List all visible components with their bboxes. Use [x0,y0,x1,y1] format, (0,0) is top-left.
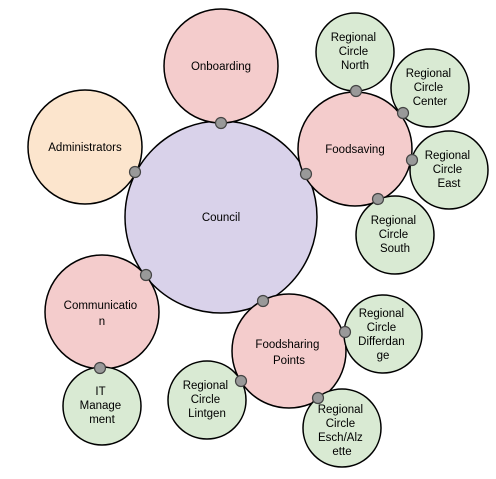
connector-foodsaving-center [396,106,410,120]
it-management-label: IT Manage ment [80,386,125,426]
node-regional-circle-differdange[interactable]: Regional Circle Differdan ge [343,294,423,374]
connector-council-foodsharing-points [256,294,270,308]
regional-circle-south-label: Regional Circle South [371,215,420,255]
connector-council-foodsaving [299,167,313,181]
foodsaving-label: Foodsaving [325,144,384,156]
administrators-circle [27,89,143,205]
regional-circle-center-label: Regional Circle Center [406,68,455,108]
administrators-label: Administrators [48,142,122,154]
connector-council-administrators [128,165,142,179]
connector-foodsharing-lintgen [234,374,248,388]
regional-circle-differdange-label: Regional Circle Differdan ge [358,308,408,362]
connector-foodsharing-esch-alzette [311,391,325,405]
connector-council-onboarding [214,116,228,130]
regional-circle-esch-alzette-circle [302,388,382,468]
node-onboarding[interactable]: Onboarding [163,8,279,124]
node-regional-circle-esch-alzette[interactable]: Regional Circle Esch/Alz ette [302,388,382,468]
foodsharing-points-circle [231,293,347,409]
communication-label: Communicatio n [64,300,141,328]
connector-foodsaving-east [405,153,419,167]
regional-circle-lintgen-circle [167,360,247,440]
node-regional-circle-north[interactable]: Regional Circle North [315,12,395,92]
connector-foodsaving-south [371,192,385,206]
node-council[interactable]: Council [124,120,318,314]
connector-foodsaving-north [349,84,363,98]
foodsharing-points-label: Foodsharing Points [255,339,322,367]
node-communication[interactable]: Communicatio n [44,254,160,370]
regional-circle-lintgen-label: Regional Circle Lintgen [183,380,232,420]
council-label: Council [202,212,240,224]
regional-circle-esch-alzette-label: Regional Circle Esch/Alz ette [318,404,367,458]
regional-circle-center-circle [390,48,470,128]
regional-circle-east-circle [409,130,489,210]
regional-circle-south-circle [355,195,435,275]
node-regional-circle-south[interactable]: Regional Circle South [355,195,435,275]
connector-foodsharing-differdange [338,325,352,339]
onboarding-label: Onboarding [191,61,251,73]
node-foodsharing-points[interactable]: Foodsharing Points [231,293,347,409]
connector-communication-it-management [93,361,107,375]
node-regional-circle-lintgen[interactable]: Regional Circle Lintgen [167,360,247,440]
node-regional-circle-east[interactable]: Regional Circle East [409,130,489,210]
regional-circle-north-label: Regional Circle North [331,32,380,72]
node-regional-circle-center[interactable]: Regional Circle Center [390,48,470,128]
connector-council-communication [139,268,153,282]
node-administrators[interactable]: Administrators [27,89,143,205]
node-foodsaving[interactable]: Foodsaving [297,91,413,207]
node-it-management[interactable]: IT Manage ment [62,366,142,446]
regional-circle-east-label: Regional Circle East [425,150,474,190]
